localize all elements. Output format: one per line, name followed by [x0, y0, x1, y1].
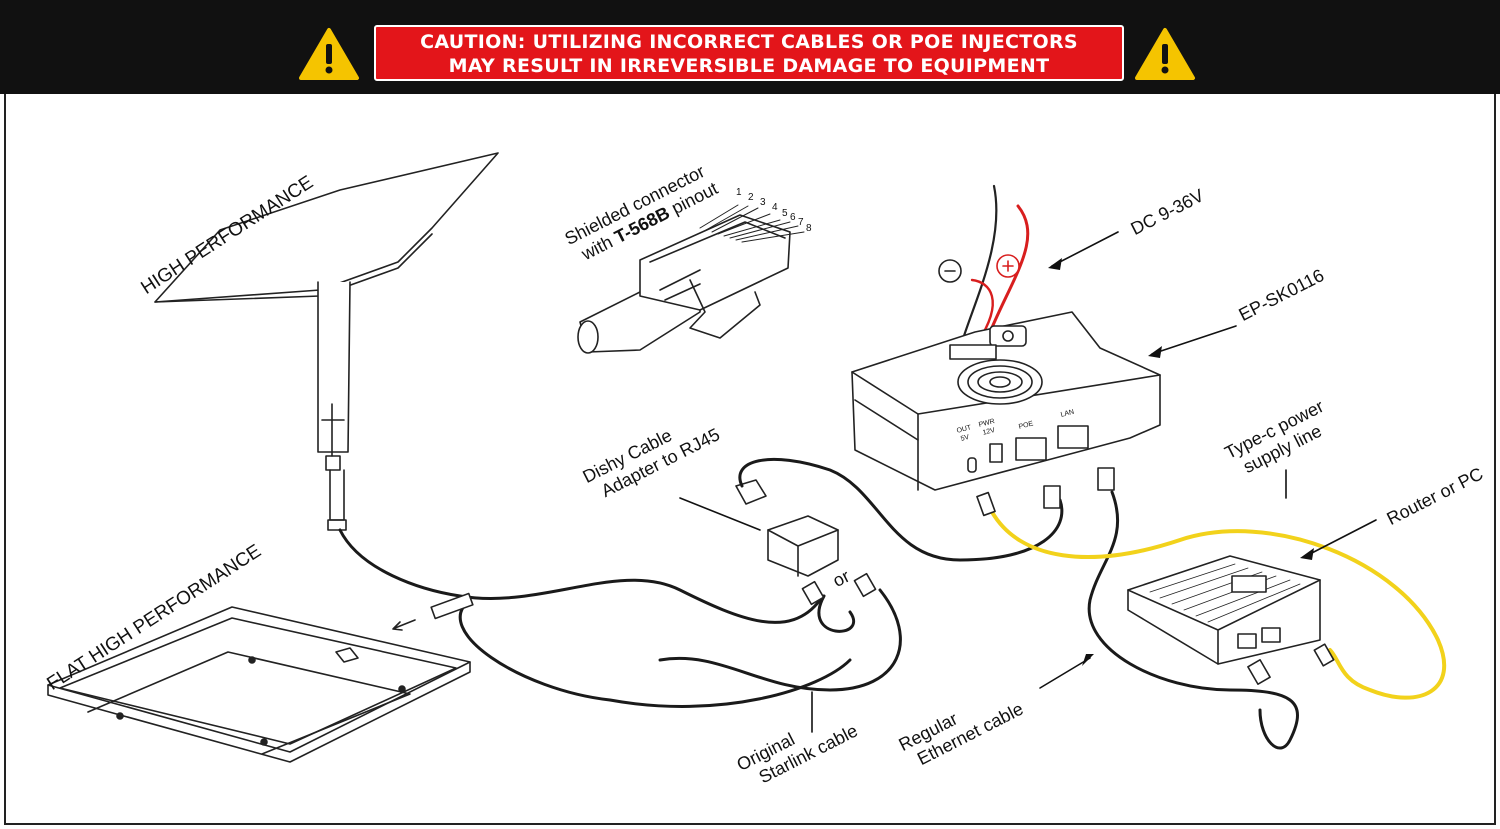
pin-5: 5: [782, 208, 788, 219]
pin-4: 4: [772, 202, 778, 213]
diagram-frame: [4, 94, 1496, 825]
warning-triangle-icon: [1135, 28, 1195, 80]
black-cables: [338, 457, 1299, 750]
pin-3: 3: [760, 197, 766, 208]
pin-8: 8: [806, 223, 812, 234]
rj45-connector-illustration: [577, 204, 805, 354]
dishy-adapter-illustration: [735, 479, 839, 577]
caution-message-box: CAUTION: UTILIZING INCORRECT CABLES OR P…: [374, 25, 1124, 81]
caution-line-2: MAY RESULT IN IRREVERSIBLE DAMAGE TO EQU…: [448, 55, 1050, 77]
caution-line-1: CAUTION: UTILIZING INCORRECT CABLES OR P…: [420, 31, 1078, 53]
router-pc-illustration: [1127, 555, 1321, 665]
pin-6: 6: [790, 212, 796, 223]
pin-2: 2: [748, 192, 754, 203]
warning-triangle-icon: [299, 28, 359, 80]
pin-7: 7: [798, 217, 804, 228]
connection-diagram: [47, 152, 1446, 763]
ep-sk0116-device-illustration: [851, 311, 1161, 491]
high-performance-dish-illustration: [154, 152, 499, 531]
warning-banner: CAUTION: UTILIZING INCORRECT CABLES OR P…: [0, 0, 1500, 94]
flat-high-performance-illustration: [47, 606, 471, 763]
pin-1: 1: [736, 187, 742, 198]
